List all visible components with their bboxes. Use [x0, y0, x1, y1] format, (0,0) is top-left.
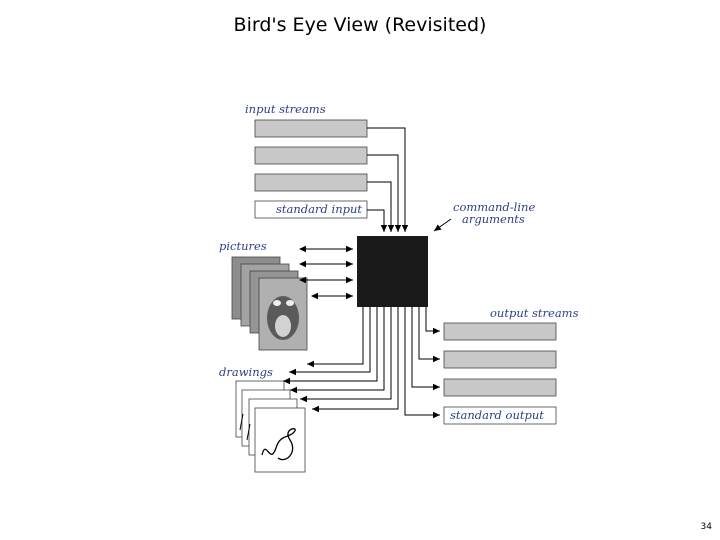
drawing-stack	[235, 380, 306, 473]
label-standard-input: standard input	[276, 202, 362, 216]
drawing-arrows	[283, 307, 399, 413]
picture-arrows	[299, 245, 353, 300]
standard-output-bar	[443, 406, 557, 425]
label-drawings: drawings	[219, 365, 273, 379]
input-arrows	[367, 127, 409, 232]
picture-stack	[231, 256, 308, 351]
label-standard-output: standard output	[450, 408, 544, 422]
input-stream-bar	[254, 146, 368, 165]
output-stream-bar	[443, 350, 557, 369]
program-box	[357, 236, 428, 307]
label-pictures: pictures	[219, 239, 267, 253]
output-streams	[443, 322, 557, 425]
drawing-curve	[261, 428, 296, 461]
label-arguments: arguments	[462, 212, 525, 226]
output-stream-bar	[443, 378, 557, 397]
input-streams	[254, 119, 368, 219]
slide-title: Bird's Eye View (Revisited)	[233, 14, 487, 36]
output-stream-bar	[443, 322, 557, 341]
page-number: 34	[700, 522, 712, 532]
label-command-line: command-line	[453, 200, 535, 214]
output-arrows	[404, 307, 440, 419]
input-stream-bar	[254, 173, 368, 192]
command-line-arrow	[433, 218, 452, 232]
label-input-streams: input streams	[245, 102, 326, 116]
label-output-streams: output streams	[490, 306, 579, 320]
input-stream-bar	[254, 119, 368, 138]
